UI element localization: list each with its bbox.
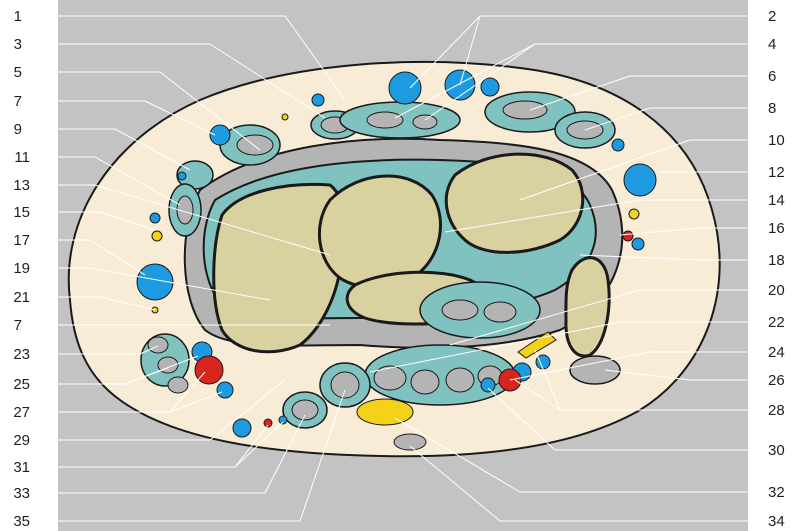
tendon (292, 400, 318, 420)
label-number: 25 (13, 376, 30, 393)
vein (624, 164, 656, 196)
label-number: 34 (768, 513, 785, 530)
tendon (570, 356, 620, 384)
label-number: 3 (14, 36, 22, 53)
tendon (394, 434, 426, 450)
label-number: 19 (13, 260, 30, 277)
label-number: 17 (13, 232, 30, 249)
label-number: 23 (13, 346, 30, 363)
label-number: 29 (13, 432, 30, 449)
artery (195, 356, 223, 384)
label-number: 30 (768, 442, 785, 459)
tendon (331, 372, 359, 398)
label-number: 28 (768, 402, 785, 419)
label-number: 1 (14, 8, 22, 25)
label-number: 7 (14, 317, 22, 334)
left-labels: 1 3 5 7 9 11 13 15 17 19 21 7 23 25 27 2… (13, 8, 30, 530)
label-number: 21 (13, 289, 30, 306)
label-number: 5 (14, 64, 22, 81)
vein (233, 419, 251, 437)
nerve (629, 209, 639, 219)
label-number: 12 (768, 164, 785, 181)
label-number: 16 (768, 220, 785, 237)
label-number: 11 (14, 149, 30, 166)
tendon (446, 368, 474, 392)
vein (312, 94, 324, 106)
vein (632, 238, 644, 250)
right-labels: 2 4 6 8 10 12 14 16 18 20 22 24 26 28 30… (768, 8, 785, 530)
label-number: 18 (768, 252, 785, 269)
label-number: 32 (768, 484, 785, 501)
tendon (413, 115, 437, 129)
label-number: 26 (768, 372, 785, 389)
label-number: 15 (13, 204, 30, 221)
tendon (442, 300, 478, 320)
vein (150, 213, 160, 223)
tendon-sheath (420, 282, 540, 338)
label-number: 2 (768, 8, 776, 25)
label-number: 14 (768, 192, 785, 209)
vein (217, 382, 233, 398)
label-number: 9 (14, 121, 22, 138)
tendon (237, 135, 273, 155)
bone-right (446, 154, 582, 252)
label-number: 20 (768, 282, 785, 299)
vein (178, 172, 186, 180)
label-number: 6 (768, 68, 776, 85)
label-number: 4 (768, 36, 776, 53)
vein (481, 378, 495, 392)
label-number: 13 (13, 177, 30, 194)
vein (210, 125, 230, 145)
tendon (484, 302, 516, 322)
label-number: 33 (13, 485, 30, 502)
label-number: 22 (768, 314, 785, 331)
tendon (367, 112, 403, 128)
tendon (374, 366, 406, 390)
vein (612, 139, 624, 151)
vein (481, 78, 499, 96)
tendon (503, 101, 547, 119)
nerve (282, 114, 288, 120)
tendon (148, 337, 168, 353)
artery (623, 231, 633, 241)
vein (279, 416, 287, 424)
label-number: 7 (14, 93, 22, 110)
label-number: 24 (768, 344, 785, 361)
nerve (357, 399, 413, 425)
label-number: 10 (768, 132, 785, 149)
label-number: 8 (768, 100, 776, 117)
vein (389, 72, 421, 104)
label-number: 35 (13, 513, 30, 530)
label-number: 31 (13, 459, 30, 476)
tendon (411, 370, 439, 394)
label-number: 27 (13, 404, 30, 421)
tendon (168, 377, 188, 393)
bone-center (319, 176, 440, 287)
nerve (152, 231, 162, 241)
